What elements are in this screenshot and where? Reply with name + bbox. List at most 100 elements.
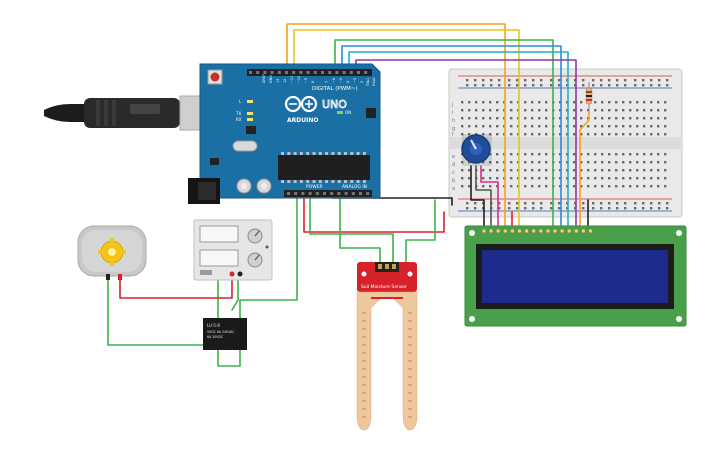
- lcd-pin: [581, 228, 586, 234]
- bb-hole: [629, 153, 632, 156]
- bb-hole: [510, 161, 513, 164]
- bb-hole: [664, 133, 667, 136]
- bb-hole: [587, 169, 590, 172]
- bb-rail-hole: [516, 79, 519, 82]
- bb-hole: [601, 101, 604, 104]
- bb-hole: [531, 153, 534, 156]
- resistor[interactable]: [585, 82, 593, 112]
- bb-rail-hole: [600, 207, 603, 210]
- bb-hole: [538, 177, 541, 180]
- bb-hole: [580, 153, 583, 156]
- bb-hole: [615, 153, 618, 156]
- wire-green-psu: [231, 275, 239, 311]
- bb-hole: [601, 169, 604, 172]
- bb-hole: [657, 185, 660, 188]
- bb-rail-hole: [482, 79, 485, 82]
- probe-pad: [408, 384, 412, 386]
- chip-pin: [337, 152, 341, 155]
- bb-hole: [601, 125, 604, 128]
- bb-hole: [608, 169, 611, 172]
- bb-row-c: c: [452, 170, 455, 176]
- bb-hole: [650, 125, 653, 128]
- bb-hole: [510, 153, 513, 156]
- bb-hole: [489, 185, 492, 188]
- bb-rail-hole: [616, 84, 619, 87]
- chip-pin: [344, 180, 347, 183]
- probe-pad: [362, 328, 366, 330]
- bb-hole: [461, 101, 464, 104]
- bb-hole: [538, 101, 541, 104]
- digital-header-pins[interactable]: [249, 71, 368, 74]
- bb-rail-hole: [550, 79, 553, 82]
- bb-rail-hole: [666, 84, 669, 87]
- lcd-pin: [566, 228, 572, 234]
- bb-hole: [573, 117, 576, 120]
- wire-gray-pot: [475, 165, 492, 229]
- power-pin: [351, 192, 355, 195]
- arduino-uno[interactable]: DIGITAL (PWM~) AREF GND 13 12 ~11 ~10 ~9…: [44, 63, 381, 204]
- digital-pin: [285, 71, 288, 74]
- soil-moisture-sensor[interactable]: Soil Moisture Sensor: [356, 262, 418, 431]
- bb-hole: [538, 169, 541, 172]
- digital-pin: [263, 71, 267, 74]
- pin-label-aref: AREF: [262, 74, 266, 83]
- bb-rail-hole: [532, 79, 535, 82]
- bb-hole: [482, 101, 485, 104]
- bb-hole: [531, 169, 534, 172]
- power-header-label: POWER: [306, 184, 323, 190]
- bb-rail-hole: [608, 84, 611, 87]
- bb-hole: [580, 133, 583, 136]
- lcd-pin: [481, 228, 487, 234]
- probe-pad: [408, 400, 412, 402]
- bb-hole: [531, 177, 534, 180]
- bb-hole: [601, 177, 604, 180]
- bb-rail-hole: [666, 202, 669, 205]
- lcd-display[interactable]: [464, 225, 687, 327]
- sensor-probe-pads: [362, 312, 412, 418]
- bb-hole: [608, 161, 611, 164]
- bb-hole: [573, 153, 576, 156]
- pin-label-11: ~11: [290, 76, 294, 83]
- bb-hole: [650, 169, 653, 172]
- bb-rail-hole: [540, 79, 543, 82]
- bb-hole: [664, 185, 667, 188]
- bb-rail-hole: [508, 79, 511, 82]
- bb-rail-hole: [624, 84, 627, 87]
- lcd-pin: [538, 228, 544, 234]
- bb-hole: [629, 169, 632, 172]
- power-supply[interactable]: [193, 219, 273, 281]
- relay[interactable]: LU-5-R 5VDC 6A 240VAC 6A 30VDC: [203, 318, 247, 350]
- chip-pin: [356, 180, 360, 183]
- probe-pad: [408, 328, 412, 330]
- lcd-pin: [531, 228, 536, 234]
- wire-green-a0: [339, 189, 381, 263]
- digital-pin: [292, 71, 296, 74]
- motor-gear-teeth: [98, 238, 126, 266]
- power-analog-header-pins[interactable]: [287, 192, 370, 195]
- bb-hole: [608, 101, 611, 104]
- dc-motor[interactable]: [77, 225, 147, 280]
- digital-pin: [256, 71, 260, 74]
- analog-header-label: ANALOG IN: [342, 184, 367, 190]
- bb-rail-hole: [524, 79, 527, 82]
- probe-pad: [408, 344, 412, 346]
- bb-hole: [650, 117, 653, 120]
- bb-hole: [468, 161, 471, 164]
- bb-hole: [587, 133, 590, 136]
- bb-rail-hole: [634, 84, 637, 87]
- bb-hole: [657, 101, 660, 104]
- bb-hole: [461, 125, 464, 128]
- power-pin: [287, 192, 290, 195]
- lcd-pin-header[interactable]: [481, 228, 593, 234]
- bb-rail-hole: [658, 202, 661, 205]
- bb-rail-hole: [650, 84, 653, 87]
- bb-hole: [629, 125, 632, 128]
- arduino-model-label: UNO: [322, 98, 347, 111]
- bb-rail-hole: [498, 202, 501, 205]
- bb-rail-hole: [600, 84, 603, 87]
- power-pin: [301, 192, 305, 195]
- bb-rail-hole: [558, 79, 561, 82]
- potentiometer[interactable]: [461, 134, 492, 166]
- bb-hole: [622, 125, 625, 128]
